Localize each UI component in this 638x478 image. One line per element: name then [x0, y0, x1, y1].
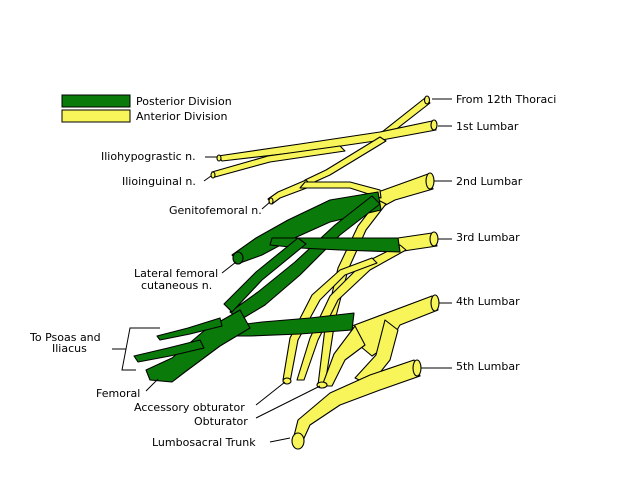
label-lumbosacral: Lumbosacral Trunk [152, 436, 256, 449]
l4-obturator-join [321, 325, 366, 387]
l5-lumbosacral-trunk [292, 359, 421, 448]
anterior-division-nerves [210, 95, 440, 450]
l2-anterior [377, 173, 434, 209]
leader-psoas [121, 327, 160, 371]
label-l3: 3rd Lumbar [456, 231, 520, 244]
label-l4: 4th Lumbar [456, 295, 520, 308]
leader-lateral-femoral [221, 261, 237, 274]
label-psoas-2: Iliacus [52, 342, 87, 355]
label-accessory-obturator: Accessory obturator [134, 401, 245, 414]
leader-ilioinguinal [203, 175, 212, 182]
iliohypogastric-end [216, 154, 222, 162]
label-t12: From 12th Thoraci [456, 93, 556, 106]
leader-femoral [145, 378, 159, 392]
l3-down-branch [296, 244, 407, 381]
label-femoral: Femoral [96, 387, 140, 400]
label-l5: 5th Lumbar [456, 360, 520, 373]
label-genitofemoral: Genitofemoral n. [169, 204, 262, 217]
legend-swatch-anterior [61, 109, 131, 123]
label-iliohypogastric: Iliohypograstic n. [101, 150, 196, 163]
root-l5-end [412, 359, 422, 377]
label-obturator: Obturator [194, 415, 248, 428]
root-t12-end [423, 95, 431, 105]
l3-posterior-diag [223, 237, 307, 313]
label-ilioinguinal: Ilioinguinal n. [122, 175, 196, 188]
root-l4-end [430, 294, 440, 312]
legend: Posterior Division Anterior Division [61, 94, 232, 123]
root-l3-end [429, 231, 439, 247]
legend-label-posterior: Posterior Division [136, 95, 232, 108]
label-l2: 2nd Lumbar [456, 175, 523, 188]
genitofemoral-end [268, 197, 274, 205]
labels: From 12th Thoraci 1st Lumbar 2nd Lumbar … [29, 93, 556, 449]
label-lateral-femoral-2: cutaneous n. [141, 279, 212, 292]
l1-trunk [217, 120, 437, 162]
leader-lines [112, 98, 452, 443]
leader-lumbosacral [269, 437, 291, 443]
label-psoas-1: To Psoas and [29, 331, 101, 344]
ilioinguinal-end [210, 171, 216, 179]
legend-swatch-posterior [61, 94, 131, 108]
l2-to-genitofemoral [299, 181, 382, 199]
leader-genitofemoral [261, 201, 271, 210]
legend-label-anterior: Anterior Division [136, 110, 228, 123]
root-l1-end [430, 119, 438, 131]
lumbosacral-trunk-end [291, 432, 305, 450]
l4-anterior [351, 295, 439, 357]
psoas-branch-lower [133, 339, 205, 363]
leader-accessory-obturator [255, 381, 286, 406]
posterior-division-nerves [133, 191, 401, 383]
label-l1: 1st Lumbar [456, 120, 519, 133]
leader-obturator [255, 385, 321, 419]
label-lateral-femoral-1: Lateral femoral [134, 267, 218, 280]
psoas-branch-upper [156, 317, 223, 341]
lateral-femoral-end [232, 251, 244, 265]
root-l2-end [425, 172, 435, 190]
